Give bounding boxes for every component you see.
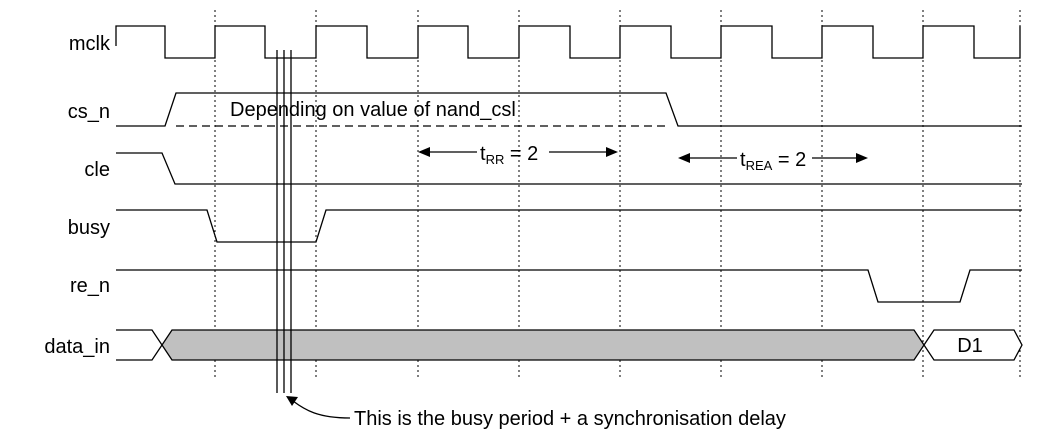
data-in-bus — [116, 329, 1023, 361]
signal-label-cle: cle — [84, 159, 110, 181]
cs-n-note: Depending on value of nand_csl — [230, 99, 516, 121]
cle-waveform — [116, 152, 1022, 185]
data-in-value-label: D1 — [957, 335, 983, 357]
signal-label-data-in: data_in — [44, 336, 110, 358]
trr-timing-arrow — [418, 147, 618, 157]
sync-note-arrow — [286, 396, 351, 419]
signal-label-re-n: re_n — [70, 275, 110, 297]
trea-timing-arrow — [678, 153, 868, 163]
trea-label: tREA = 2 — [740, 149, 806, 173]
sync-delay-note: This is the busy period + a synchronisat… — [354, 408, 786, 430]
sync-delay-markers — [276, 50, 292, 393]
signal-label-mclk: mclk — [69, 33, 111, 55]
cs-n-waveform — [116, 92, 1022, 127]
busy-waveform — [116, 209, 1022, 243]
trr-label: tRR = 2 — [480, 143, 538, 167]
signal-label-cs-n: cs_n — [68, 101, 110, 123]
signal-label-busy: busy — [68, 217, 110, 239]
clock-edge-gridlines — [214, 10, 1021, 380]
re-n-waveform — [116, 269, 1022, 303]
mclk-waveform — [115, 25, 1021, 59]
